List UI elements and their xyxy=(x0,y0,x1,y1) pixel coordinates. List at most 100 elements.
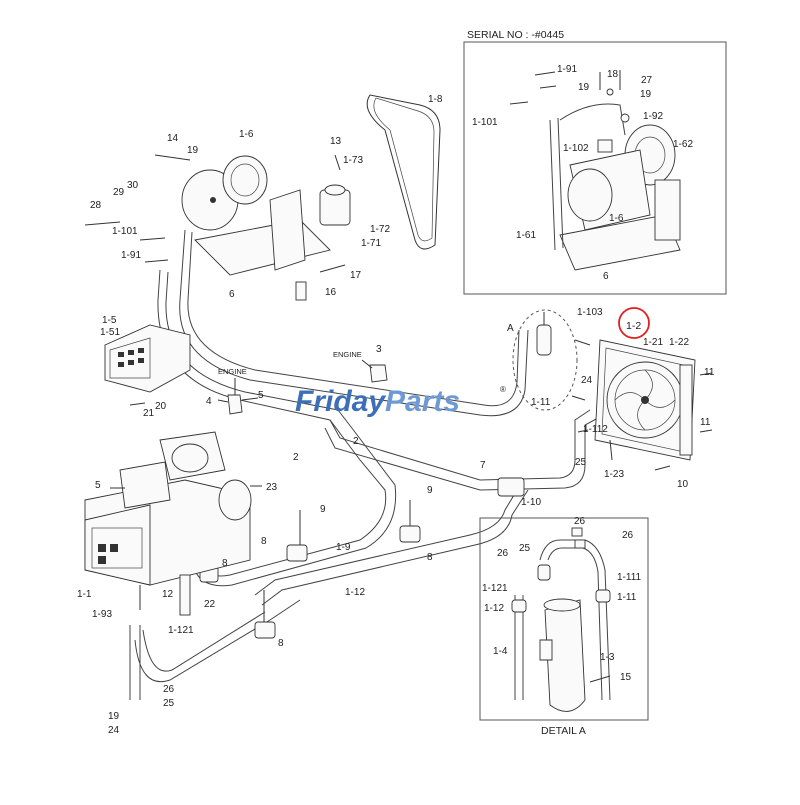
callout: 24 xyxy=(108,725,120,736)
callout: 1-93 xyxy=(92,609,112,620)
callout: 1-91 xyxy=(121,250,141,261)
callout: 11 xyxy=(704,367,715,378)
callout: 11 xyxy=(700,417,711,428)
callout: 6 xyxy=(603,271,609,282)
control-panel xyxy=(104,324,191,406)
hose-clamps xyxy=(199,477,525,639)
callout: 8 xyxy=(261,536,267,547)
callout: 14 xyxy=(167,133,179,144)
callout: 13 xyxy=(330,136,342,147)
callout: 1-92 xyxy=(643,111,663,122)
callout: 16 xyxy=(325,287,337,298)
callout: 1-11 xyxy=(617,592,637,603)
callout: 1-103 xyxy=(577,307,603,318)
callout: 8 xyxy=(222,558,228,569)
callout: 1-4 xyxy=(493,646,508,657)
callout: 26 xyxy=(497,548,509,559)
receiver-drier-callout xyxy=(512,309,591,411)
callout: 30 xyxy=(127,180,139,191)
callout: 1-73 xyxy=(343,155,363,166)
callout: 5 xyxy=(258,390,264,401)
engine-label: ENGINE xyxy=(333,350,362,359)
callout: 1-121 xyxy=(168,625,194,636)
callout-labels: 1-8 14 19 1-6 13 1-73 1-72 1-71 29 30 28… xyxy=(77,64,715,736)
detail-a-inset xyxy=(479,517,649,721)
callout: 19 xyxy=(108,711,120,722)
callout: 3 xyxy=(376,344,382,355)
callout: 29 xyxy=(113,187,125,198)
callout: 1-11 xyxy=(531,397,551,408)
callout: 26 xyxy=(622,530,634,541)
callout: 19 xyxy=(578,82,590,93)
highlighted-part-label: 1-2 xyxy=(626,320,641,332)
callout: 1-10 xyxy=(521,497,541,508)
callout: 12 xyxy=(162,589,174,600)
watermark-word-2: Parts xyxy=(385,385,460,418)
callout: 1-6 xyxy=(239,129,254,140)
callout: 1-101 xyxy=(472,117,498,128)
callout: 1-111 xyxy=(617,572,642,583)
callout: 1-72 xyxy=(370,224,390,235)
callout: 18 xyxy=(607,69,619,80)
callout: 24 xyxy=(581,375,593,386)
condenser-assembly xyxy=(571,339,713,471)
callout: 1-91 xyxy=(557,64,577,75)
callout: 6 xyxy=(229,289,235,300)
callout: 8 xyxy=(278,638,284,649)
compressor-assembly xyxy=(84,154,351,301)
callout: 25 xyxy=(519,543,531,554)
callout: 15 xyxy=(620,672,632,683)
callout: 28 xyxy=(90,200,102,211)
callout: 1-12 xyxy=(345,587,365,598)
serial-inset-title: SERIAL NO : -#0445 xyxy=(467,29,564,41)
callout: 17 xyxy=(350,270,362,281)
serial-number-inset xyxy=(463,41,727,295)
callout: 9 xyxy=(320,504,326,515)
watermark-word-1: Friday xyxy=(295,385,386,418)
callout: 1-9 xyxy=(336,542,351,553)
engine-fittings xyxy=(217,359,388,415)
callout: 8 xyxy=(427,552,433,563)
callout: 25 xyxy=(575,457,587,468)
drive-belt xyxy=(366,94,441,250)
callout: 2 xyxy=(293,452,299,463)
callout: 20 xyxy=(155,401,167,412)
callout: 23 xyxy=(266,482,278,493)
callout: 1-8 xyxy=(428,94,443,105)
callout: 1-3 xyxy=(600,652,615,663)
callout: 9 xyxy=(427,485,433,496)
callout: 1-61 xyxy=(516,230,536,241)
callout: 7 xyxy=(480,460,486,471)
callout: 10 xyxy=(677,479,689,490)
detail-inset-title: DETAIL A xyxy=(541,725,586,737)
highlight-circle xyxy=(618,307,650,339)
callout: 19 xyxy=(640,89,652,100)
callout: 1-6 xyxy=(609,213,624,224)
hvac-unit xyxy=(84,431,262,616)
callout: 5 xyxy=(95,480,101,491)
callout: 1-51 xyxy=(100,327,120,338)
callout: 1-23 xyxy=(604,469,624,480)
callout: 25 xyxy=(163,698,175,709)
callout: 1-112 xyxy=(583,424,608,435)
callout: 1-62 xyxy=(673,139,693,150)
callout: 22 xyxy=(204,599,216,610)
callout: 1-1 xyxy=(77,589,92,600)
callout: 1-12 xyxy=(484,603,504,614)
callout: 4 xyxy=(206,396,212,407)
callout: 2 xyxy=(353,436,359,447)
callout: 1-102 xyxy=(563,143,589,154)
callout: 19 xyxy=(187,145,199,156)
callout: 1-22 xyxy=(669,337,689,348)
watermark-registered-mark: ® xyxy=(500,385,506,394)
callout: 21 xyxy=(143,408,155,419)
callout: 1-21 xyxy=(643,337,663,348)
callout: 1-71 xyxy=(361,238,381,249)
callout: A xyxy=(507,323,514,334)
callout: 1-5 xyxy=(102,315,117,326)
watermark-logo: FridayParts xyxy=(295,385,460,418)
callout: 27 xyxy=(641,75,653,86)
callout: 1-101 xyxy=(112,226,138,237)
engine-label: ENGINE xyxy=(218,367,247,376)
